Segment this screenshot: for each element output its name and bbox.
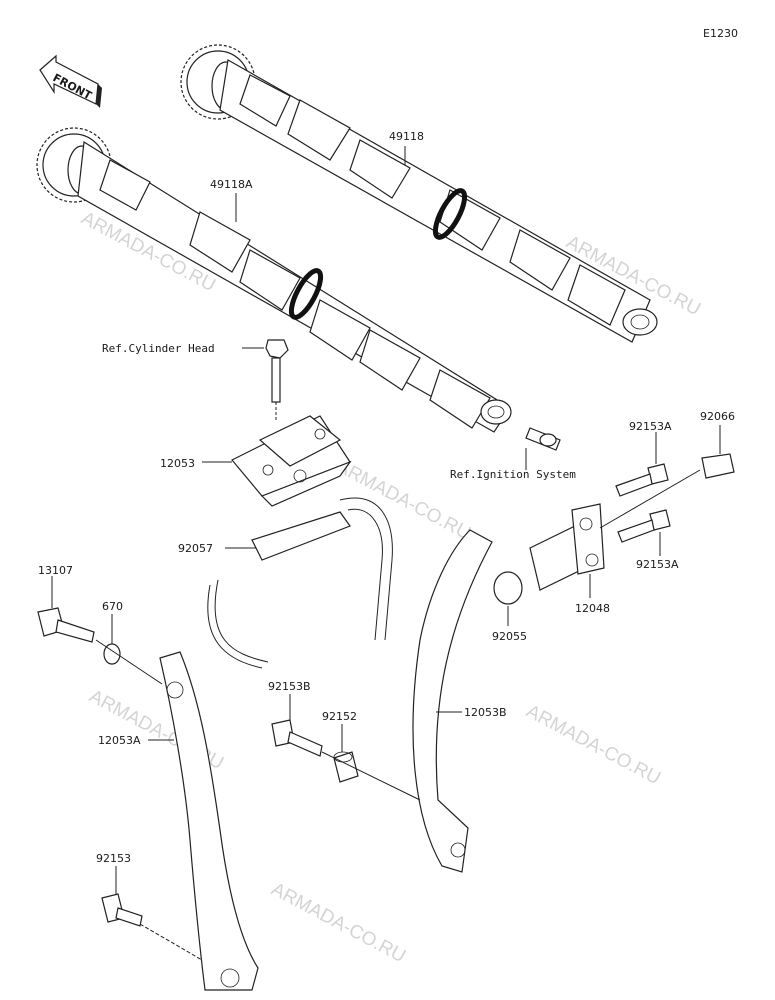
timing-chain-92057 [207, 497, 393, 669]
bolt-92153B [271, 719, 323, 757]
label-92152: 92152 [322, 710, 357, 723]
bolt-cylinder-head [265, 339, 289, 420]
camshaft-49118A [36, 127, 561, 451]
plug-92066 [599, 453, 735, 529]
label-92057: 92057 [178, 542, 213, 555]
label-49118A: 49118A [210, 178, 253, 191]
leader-lines [51, 146, 721, 961]
bolt-92153A [615, 463, 671, 543]
label-92153B: 92153B [268, 680, 311, 693]
label-92055: 92055 [492, 630, 527, 643]
bolt-92153 [101, 893, 143, 927]
label-12053: 12053 [160, 457, 195, 470]
chain-guide-12053B [412, 529, 493, 873]
chain-tensioner-12048 [529, 503, 605, 591]
label-92153A-bottom: 92153A [636, 558, 679, 571]
label-13107: 13107 [38, 564, 73, 577]
chain-guide-12053A [159, 651, 259, 991]
cam-chain-guide-12053 [231, 415, 352, 507]
label-12053A: 12053A [98, 734, 141, 747]
label-670: 670 [102, 600, 123, 613]
watermark: ARMADA-CO.RU [523, 701, 664, 789]
label-12048: 12048 [575, 602, 610, 615]
label-92153A-top: 92153A [629, 420, 672, 433]
o-ring-92055 [493, 571, 523, 605]
label-92153: 92153 [96, 852, 131, 865]
bolt-13107 [37, 607, 95, 643]
camshaft-49118 [180, 44, 658, 343]
watermark: ARMADA-CO.RU [268, 879, 409, 967]
label-ref-cylinder-head: Ref.Cylinder Head [102, 342, 215, 355]
label-92066: 92066 [700, 410, 735, 423]
label-ref-ignition-system: Ref.Ignition System [450, 468, 576, 481]
collar-92152 [333, 751, 359, 783]
label-49118: 49118 [389, 130, 424, 143]
label-12053B: 12053B [464, 706, 507, 719]
front-arrow-icon: FRONT [39, 54, 102, 108]
diagram-code: E1230 [703, 27, 738, 40]
